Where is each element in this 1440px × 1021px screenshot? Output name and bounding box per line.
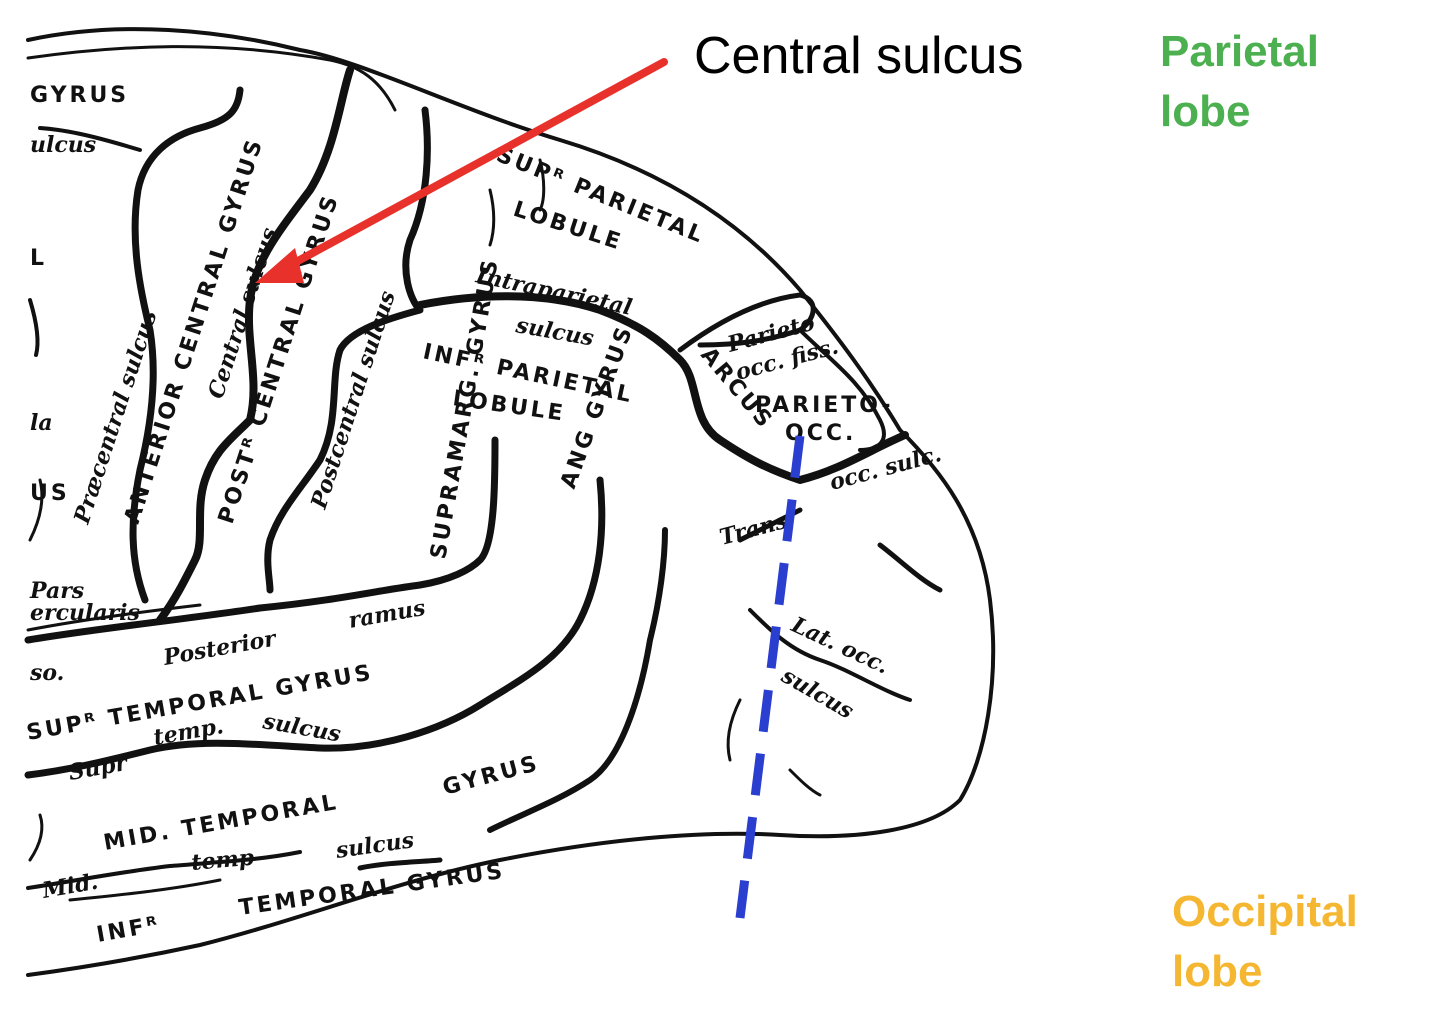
parietal-lobe-line2: lobe bbox=[1160, 87, 1251, 136]
occipital-lobe-line1: Occipital bbox=[1172, 887, 1358, 936]
label-fragment-us: US bbox=[30, 481, 70, 506]
superior-temporal-sulcus bbox=[24, 476, 606, 779]
label-so: so. bbox=[29, 660, 64, 686]
label-sulcus-top: ulcus bbox=[30, 132, 96, 158]
occipital-lobe-label: Occipital lobe bbox=[1172, 882, 1358, 1002]
central-sulcus-callout: Central sulcus bbox=[694, 27, 1024, 85]
label-trans: Trans bbox=[717, 508, 790, 551]
central-sulcus-arrow bbox=[255, 58, 668, 283]
label-temp-sulcus: sulcus bbox=[260, 708, 343, 747]
precentral-sulcus bbox=[129, 86, 244, 604]
postcentral-sulcus bbox=[264, 106, 431, 594]
label-sulcus-2: sulcus bbox=[333, 827, 415, 864]
label-intraparietal-sulcus: sulcus bbox=[513, 312, 596, 351]
label-inf: INFᴿ bbox=[95, 912, 163, 948]
label-fragment-la: la bbox=[30, 410, 53, 436]
central-sulcus-line bbox=[156, 66, 354, 624]
occipital-lobe-line2: lobe bbox=[1172, 947, 1263, 996]
label-temp-2: temp bbox=[190, 845, 255, 876]
label-opercularis: ercularis bbox=[30, 600, 140, 626]
label-fragment-l: L bbox=[30, 246, 47, 271]
brain-outline bbox=[26, 27, 996, 977]
label-parieto-occ: PARIETO- bbox=[755, 393, 894, 418]
label-supr: Supr bbox=[67, 750, 131, 786]
label-posterior: Posterior bbox=[161, 625, 280, 671]
parietal-lobe-line1: Parietal bbox=[1160, 27, 1319, 76]
label-pars: Pars bbox=[29, 578, 84, 604]
label-trans-occ-sulc: occ. sulc. bbox=[827, 441, 944, 496]
label-gyrus-top: GYRUS bbox=[30, 83, 129, 108]
parietal-lobe-label: Parietal lobe bbox=[1160, 22, 1319, 142]
label-gyrus-mid: GYRUS bbox=[440, 751, 542, 801]
label-ramus: ramus bbox=[347, 595, 428, 634]
label-postcentral-sulcus: Postcentral sulcus bbox=[306, 288, 401, 513]
parieto-occipital-divider bbox=[735, 435, 805, 919]
intraparietal-sulcus bbox=[416, 292, 909, 484]
label-mid-temporal: MID. TEMPORAL bbox=[102, 790, 341, 856]
lateral-fissure bbox=[24, 436, 499, 644]
